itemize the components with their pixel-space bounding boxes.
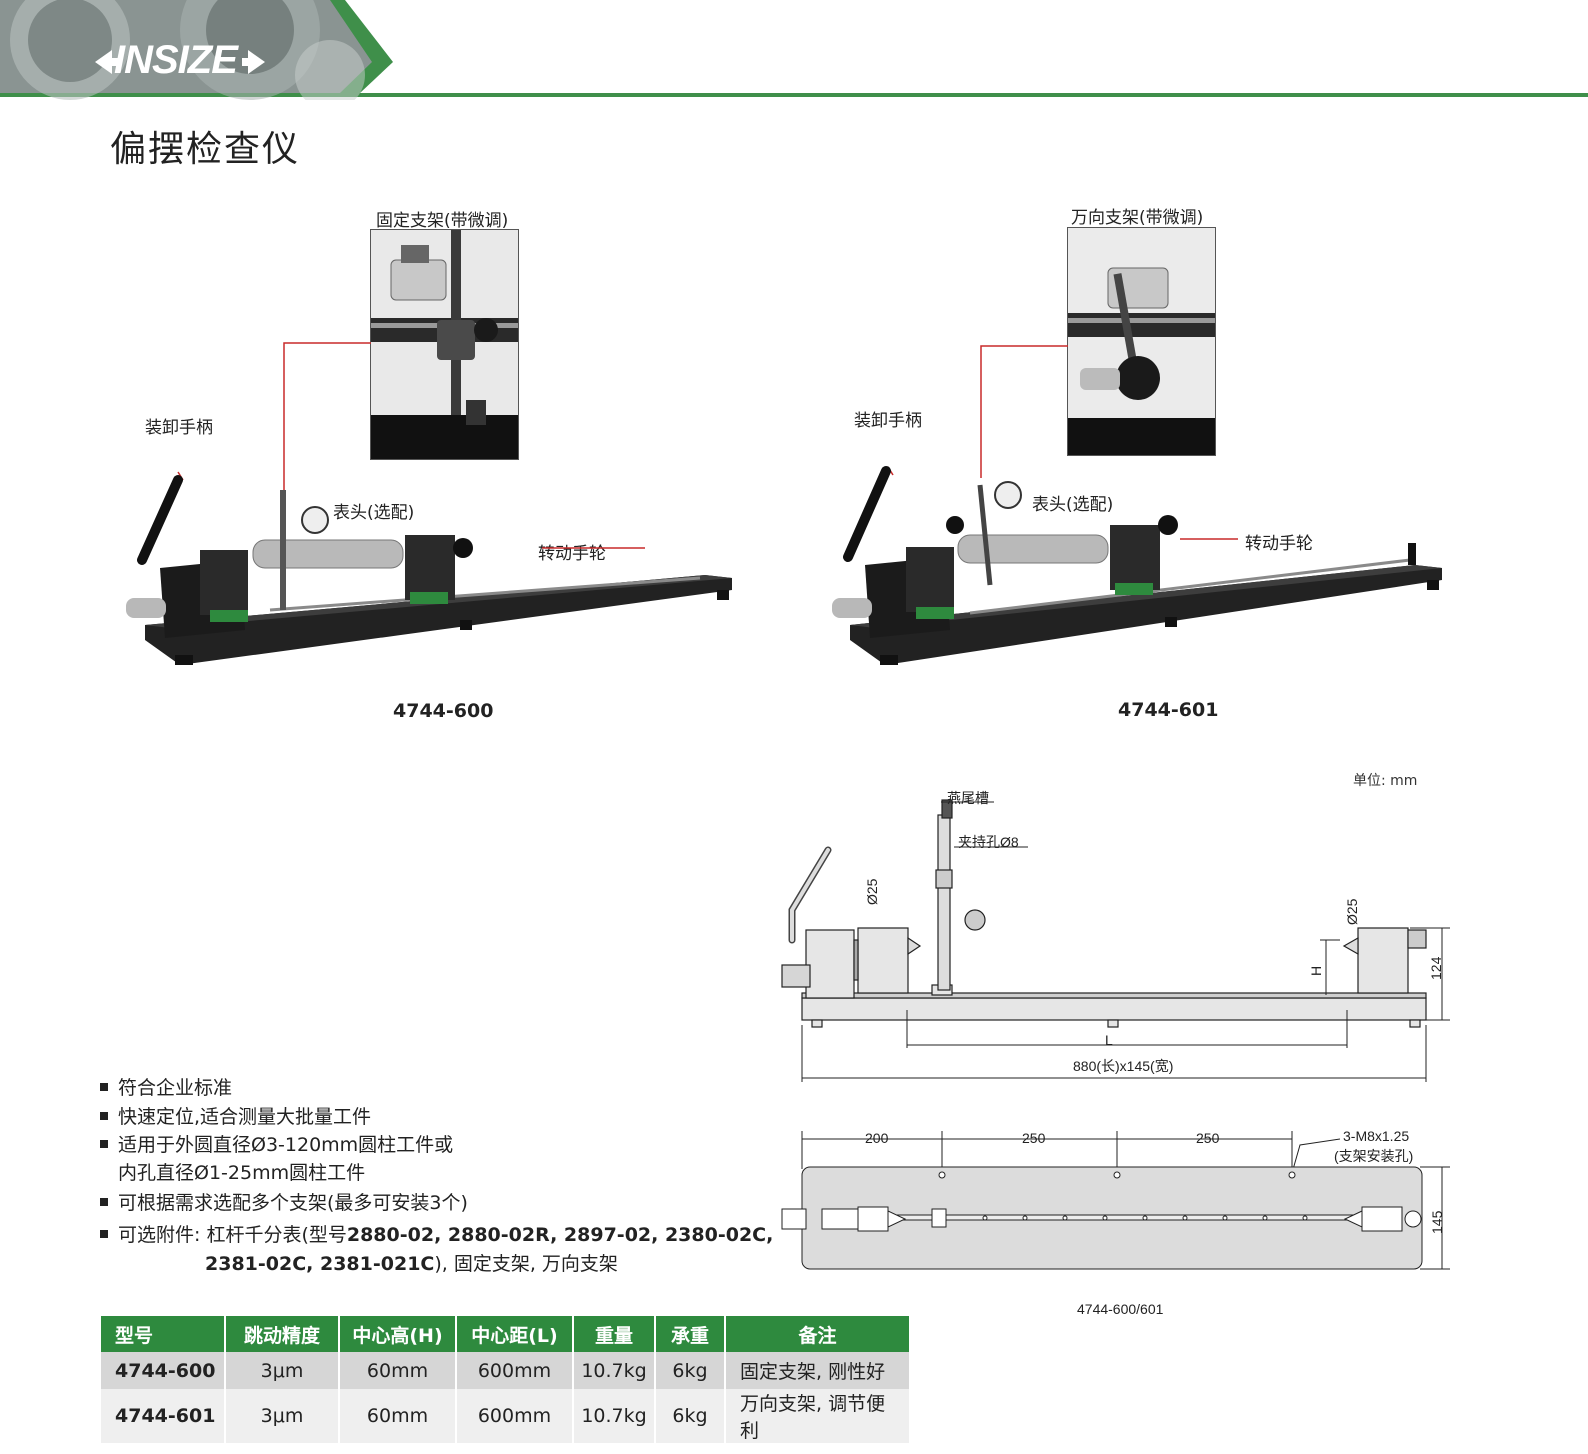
- feature-3: 适用于外圆直径Ø3-120mm圆柱工件或: [100, 1130, 453, 1157]
- cell-center-height: 60mm: [339, 1389, 457, 1443]
- callout-universal-stand: 万向支架(带微调): [1071, 208, 1204, 228]
- dim-seg-250-b: 250: [1196, 1130, 1220, 1146]
- feature-4: 可根据需求选配多个支架(最多可安装3个): [100, 1188, 468, 1215]
- table-row: 4744-601 3μm 60mm 600mm 10.7kg 6kg 万向支架,…: [101, 1389, 911, 1443]
- callout-fixed-stand: 固定支架(带微调): [376, 211, 509, 231]
- feature-1: 符合企业标准: [100, 1073, 232, 1100]
- cell-center-distance: 600mm: [456, 1389, 574, 1443]
- table-row: 4744-600 3μm 60mm 600mm 10.7kg 6kg 固定支架,…: [101, 1352, 911, 1389]
- cell-remark: 万向支架, 调节便利: [725, 1389, 911, 1443]
- dim-clamp-hole: 夹持孔Ø8: [958, 834, 1019, 850]
- col-runout: 跳动精度: [225, 1316, 340, 1352]
- fixed-stand-closeup: [370, 229, 519, 460]
- header-bar: [0, 0, 1588, 100]
- dim-holes-note: (支架安装孔): [1334, 1148, 1414, 1164]
- brand-logo: [95, 50, 265, 74]
- col-load: 承重: [655, 1316, 726, 1352]
- dim-dia-right: Ø25: [1344, 898, 1360, 925]
- callout-line-stand-1: [283, 342, 371, 500]
- brand-logo-text: INSIZE: [114, 38, 238, 82]
- drawing-caption: 4744-600/601: [1077, 1301, 1164, 1317]
- cell-model: 4744-600: [101, 1352, 226, 1389]
- cell-weight: 10.7kg: [573, 1352, 656, 1389]
- unit-label: 单位: mm: [1353, 773, 1418, 789]
- col-center-distance: 中心距(L): [456, 1316, 574, 1352]
- dim-seg-250-a: 250: [1022, 1130, 1046, 1146]
- spec-table-header: 型号 跳动精度 中心高(H) 中心距(L) 重量 承重 备注: [101, 1316, 911, 1352]
- callout-handle-1: 装卸手柄: [145, 418, 213, 438]
- cell-model: 4744-601: [101, 1389, 226, 1443]
- side-view-drawing: [781, 799, 1450, 1082]
- cell-load: 6kg: [655, 1389, 726, 1443]
- dim-width: 145: [1429, 1210, 1445, 1234]
- feature-2: 快速定位,适合测量大批量工件: [100, 1102, 371, 1129]
- callout-wheel-1: 转动手轮: [538, 544, 606, 564]
- dim-size: 880(长)x145(宽): [1073, 1058, 1174, 1074]
- dim-holes: 3-M8x1.25: [1343, 1128, 1410, 1144]
- feature-3-cont: 内孔直径Ø1-25mm圆柱工件: [118, 1162, 366, 1184]
- dim-height: 124: [1428, 956, 1444, 980]
- top-view-drawing: [781, 1131, 1450, 1270]
- col-remark: 备注: [725, 1316, 911, 1352]
- cell-weight: 10.7kg: [573, 1389, 656, 1443]
- col-center-height: 中心高(H): [339, 1316, 457, 1352]
- dim-l: L: [1105, 1032, 1113, 1048]
- cell-center-distance: 600mm: [456, 1352, 574, 1389]
- model-caption-1: 4744-600: [393, 700, 494, 722]
- cell-runout: 3μm: [225, 1352, 340, 1389]
- product-photo-4744-600: [126, 471, 732, 665]
- model-caption-2: 4744-601: [1118, 699, 1219, 721]
- feature-5-cont: 2381-02C, 2381-021C), 固定支架, 万向支架: [205, 1253, 618, 1275]
- universal-stand-closeup: [1067, 227, 1216, 456]
- dim-dia-left: Ø25: [864, 878, 880, 905]
- product-photo-4744-601: [832, 466, 1442, 665]
- callout-indicator-2: 表头(选配): [1032, 495, 1114, 515]
- callout-line-stand-2: [980, 345, 1068, 478]
- dim-dovetail: 燕尾槽: [947, 790, 989, 806]
- callout-handle-2: 装卸手柄: [854, 411, 922, 431]
- cell-runout: 3μm: [225, 1389, 340, 1443]
- cell-load: 6kg: [655, 1352, 726, 1389]
- cell-remark: 固定支架, 刚性好: [725, 1352, 911, 1389]
- dim-h: H: [1308, 965, 1324, 976]
- dim-seg-200: 200: [865, 1130, 889, 1146]
- col-model: 型号: [101, 1316, 226, 1352]
- feature-5: 可选附件: 杠杆千分表(型号2880-02, 2880-02R, 2897-02…: [100, 1220, 773, 1247]
- callout-indicator-1: 表头(选配): [333, 503, 415, 523]
- callout-wheel-2: 转动手轮: [1245, 534, 1313, 554]
- cell-center-height: 60mm: [339, 1352, 457, 1389]
- page-title: 偏摆检查仪: [110, 129, 301, 170]
- spec-table: 型号 跳动精度 中心高(H) 中心距(L) 重量 承重 备注 4744-600 …: [101, 1316, 911, 1443]
- col-weight: 重量: [573, 1316, 656, 1352]
